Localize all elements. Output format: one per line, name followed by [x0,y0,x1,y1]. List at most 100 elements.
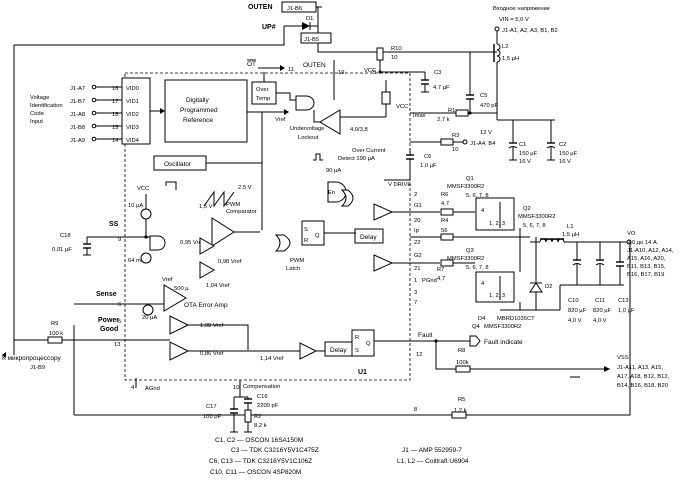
c18-value: 0,01 µF [52,247,72,253]
supply-pins: J1-A1, A2, A3, B1, B2 [502,28,558,34]
c16-label: C16 [257,394,268,400]
oc-label2: Detect 190 µA [338,156,375,162]
svg-text:J1-A9: J1-A9 [70,138,85,144]
pin7: 7 [414,300,417,306]
c5-value: 470 pF [480,103,499,109]
svg-text:VID2: VID2 [126,112,139,118]
q1-pins: 5, 6, 7, 8 [466,193,489,199]
c1-value2: 16 V [519,159,531,165]
svg-text:14: 14 [112,138,119,144]
pin-2: 2 [414,192,417,198]
dpr-block [164,79,248,143]
c11-value2: 4,0 V [593,318,607,324]
pwm-comp-line2: Comparator [226,209,257,215]
r5-label: R5 [458,397,465,403]
g1-label: G1 [414,203,422,209]
svg-text:S: S [304,227,308,233]
pin5: 5 [118,319,121,325]
r1-resistor [455,109,469,117]
upwr-label: UP# [262,24,276,31]
c2-value2: 16 V [559,159,571,165]
v108-label-mid: 0,98 Vref [218,259,242,265]
q2-label: Q2 [523,206,531,212]
c16-value: 2200 pF [257,403,279,409]
ota-label: OTA Error Amp [184,302,228,309]
vid-caption4: Input [30,119,43,125]
pwm-comp-line1: PWM [226,202,240,208]
uvlo-comparator [319,109,341,135]
oscillator-label: Oscillator [164,161,192,168]
vcc-pin: 5 [373,70,376,76]
uvlo-and-gate [295,95,315,111]
u1-label: U1 [358,369,367,376]
l2-value: 1,5 µH [502,56,519,62]
v12-label: 12 V [480,130,492,136]
j1b6-top-label: J1-B6 [287,6,302,12]
i64-label: 64 mA [128,258,145,264]
q3-pins: 5, 6, 7, 8 [466,265,489,271]
pin9: 9 [118,237,121,243]
pin8: 8 [414,407,417,413]
outen-top-label: OUTEN [248,4,273,11]
ota-amp [163,284,187,312]
c6-label: C6 [424,154,431,160]
r8-value: 100k [456,360,469,366]
r2-resistor [244,409,252,423]
svg-text:VID0: VID0 [126,86,139,92]
i20-label: 20 µA [142,315,157,321]
vcc-small: VCC [137,186,149,192]
svg-text:17: 17 [112,99,118,105]
vss-pins-3: B14, B16, B18, B20 [617,383,668,389]
q1-label: Q1 [466,176,474,182]
vid-caption1: Voltage [30,95,49,101]
vss-pins-2: A17, A18, B12, B12, [617,374,670,380]
supply-title: Входное напряжение [493,6,550,12]
v086-label: 0,86 Vref [200,351,224,357]
fault-label: Fault [418,332,433,339]
r2-label: R2 [254,414,261,420]
comp-label: Compensation [243,384,280,390]
pin6: 6 [118,302,121,308]
ss-comp-1 [199,237,216,255]
vref-small: Vref [162,277,173,283]
r4-value: 56 [441,228,447,234]
svg-text:VID1: VID1 [126,99,139,105]
l2-label: L2 [502,44,508,50]
pin11: 11 [288,67,294,73]
delay-label-2: Delay [330,347,347,354]
pg-line2: Good [100,326,118,333]
driver-bottom [373,254,394,272]
i10-label: 10 µA [128,203,143,209]
c3-value: 4,7 µF [433,85,450,91]
c2-value1: 150 µF [559,151,578,157]
pwm-comparator [211,217,235,247]
agnd-label: AGnd [145,386,160,392]
d4-part: MBRD1035CT [497,316,535,322]
vid-row-3: J1-B8 15 VID3 [70,123,139,131]
g2-label: G2 [414,253,422,259]
d2-label: D2 [545,284,552,290]
svg-text:VID3: VID3 [126,125,139,131]
u1-boundary [124,72,411,381]
r7-label: R7 [437,267,444,273]
pin-21: 21 [414,266,420,272]
q3-label: Q3 [466,248,474,254]
r4-resistor [440,233,454,241]
ss-and-gate [149,235,166,251]
q3-part: MMSF3300R2 [447,256,484,262]
pg-comp-low [169,341,190,361]
vid-row-1: J1-B7 17 VID1 [70,97,139,105]
r4-label: R4 [441,218,449,224]
svg-text:VID4: VID4 [126,138,140,144]
overtemp-line2: Temp [256,96,270,102]
i90-label: 90 µA [326,168,341,174]
outen2-label: OUTEN [303,62,326,69]
dpr-line2: Programmed [180,107,218,114]
svg-text:R: R [355,335,359,341]
vcc-label-top: VCC [364,68,376,74]
svg-text:J1-B8: J1-B8 [70,125,85,131]
svg-text:Q: Q [315,233,320,239]
vid-caption3: Code [30,111,44,117]
en-label: En [328,190,335,196]
r6-label: R6 [441,192,448,198]
